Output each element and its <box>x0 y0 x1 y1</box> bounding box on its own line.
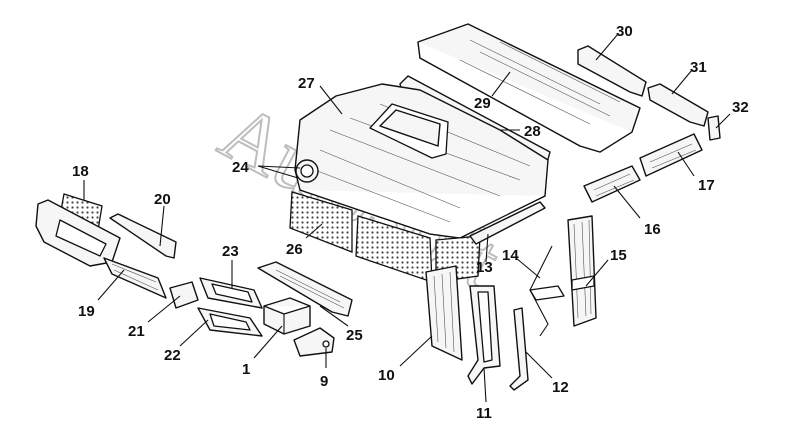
callout-17: 17 <box>698 177 715 194</box>
callout-21: 21 <box>128 323 145 340</box>
part-13-bar <box>469 201 546 245</box>
callout-14: 14 <box>502 247 519 264</box>
part-31-trim <box>647 83 709 127</box>
callout-32: 32 <box>732 99 749 116</box>
callout-29: 29 <box>474 95 491 112</box>
callout-11: 11 <box>476 405 492 422</box>
part-22-console <box>197 307 263 337</box>
part-20-sill <box>109 213 177 259</box>
part-24-ventilator <box>295 159 319 183</box>
part-11-pillar <box>467 285 501 385</box>
callout-15: 15 <box>610 247 627 264</box>
part-14-wiring <box>529 245 565 337</box>
callout-30: 30 <box>616 23 633 40</box>
callout-28: 28 <box>524 123 541 140</box>
part-26-mesh-panels <box>289 191 481 283</box>
callout-31: 31 <box>690 59 707 76</box>
callout-25: 25 <box>346 327 363 344</box>
callout-10: 10 <box>378 367 395 384</box>
part-30-trim <box>577 45 647 97</box>
part-32-clip <box>707 115 721 141</box>
part-29-roof-rear-panel <box>417 23 641 153</box>
callout-13: 13 <box>476 259 493 276</box>
part-27-roof <box>294 83 549 239</box>
part-16-trim <box>583 165 641 203</box>
part-10-side-panel <box>425 265 463 361</box>
callout-26: 26 <box>286 241 303 258</box>
part-17-trim <box>639 133 703 177</box>
callout-19: 19 <box>78 303 95 320</box>
callout-12: 12 <box>552 379 569 396</box>
callout-16: 16 <box>644 221 661 238</box>
callouts: 30 31 32 17 16 27 29 28 24 26 13 14 15 1… <box>72 23 749 422</box>
part-1-box <box>263 297 311 335</box>
part-23-console <box>199 277 263 309</box>
callout-23: 23 <box>222 243 239 260</box>
callout-24: 24 <box>232 159 249 176</box>
part-21-bracket <box>169 281 199 309</box>
part-19-panel <box>35 199 167 299</box>
part-25-shelf <box>257 261 353 317</box>
callout-1: 1 <box>242 361 250 378</box>
callout-18: 18 <box>72 163 89 180</box>
part-9-bracket <box>293 327 335 357</box>
part-12-rod <box>509 307 529 391</box>
callout-20: 20 <box>154 191 171 208</box>
part-15-curtain <box>567 215 597 327</box>
callout-27: 27 <box>298 75 315 92</box>
leader-lines <box>83 33 731 403</box>
callout-9: 9 <box>320 373 328 390</box>
callout-22: 22 <box>164 347 181 364</box>
